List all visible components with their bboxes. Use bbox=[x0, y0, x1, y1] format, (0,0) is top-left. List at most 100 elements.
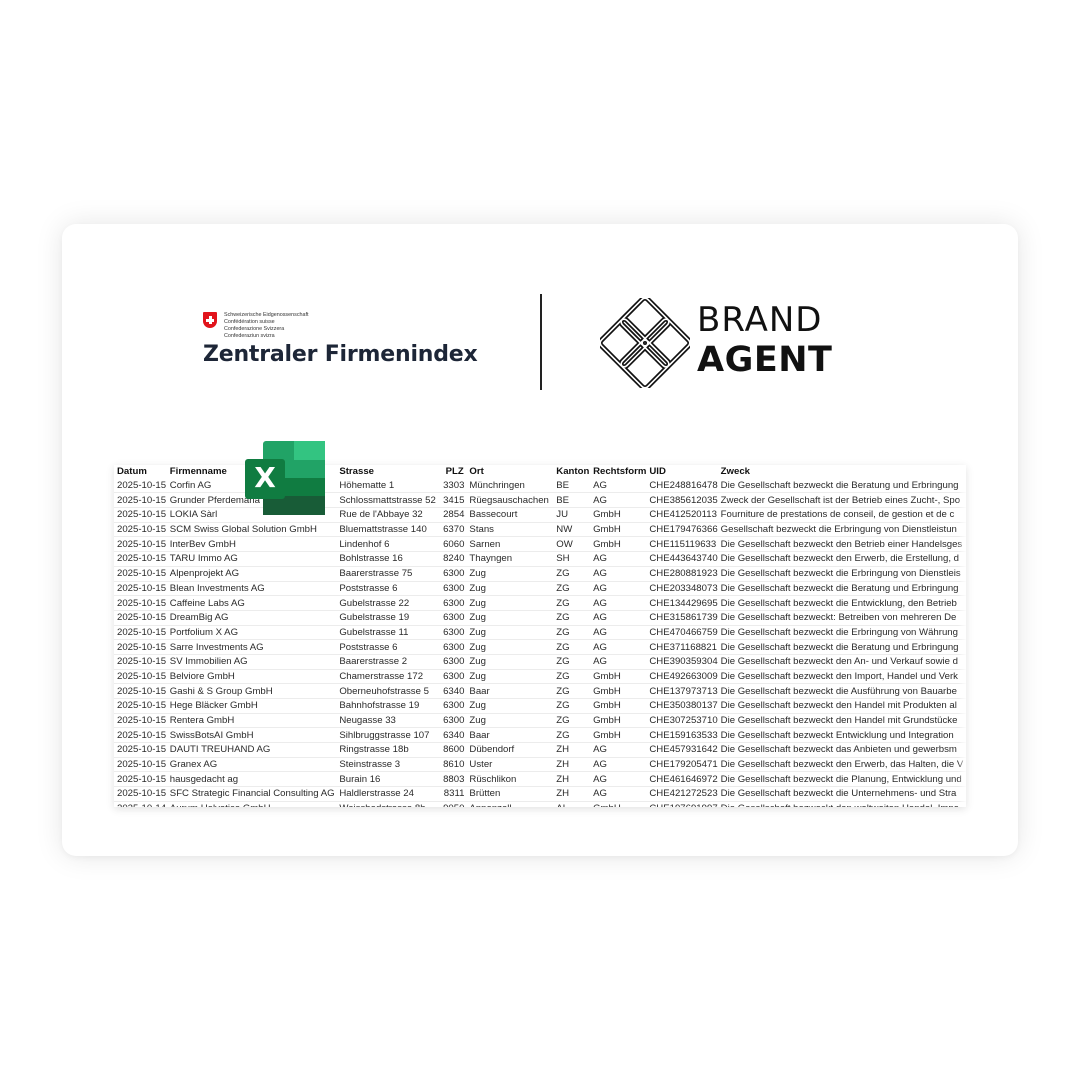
cell-date: 2025-10-15 bbox=[117, 700, 167, 712]
federation-name-fr: Confédération suisse bbox=[224, 319, 275, 325]
cell-legal-form: GmbH bbox=[593, 685, 621, 697]
cell-uid: CHE412520113 bbox=[649, 509, 717, 521]
cell-legal-form: GmbH bbox=[593, 670, 621, 682]
cell-company: Aurum Helvetica GmbH bbox=[167, 801, 337, 807]
cell-street: Bluemattstrasse 140 bbox=[339, 524, 427, 536]
cell-zip: 6340 bbox=[443, 685, 465, 697]
cell-legal-form: GmbH bbox=[593, 729, 621, 741]
cell-canton: ZG bbox=[556, 568, 570, 580]
cell-canton: SH bbox=[556, 553, 570, 565]
cell-city: Thayngen bbox=[469, 553, 513, 565]
cell-zip: 6300 bbox=[443, 715, 465, 727]
cell-city: Baar bbox=[469, 729, 490, 741]
cell-uid: CHE385612035 bbox=[649, 494, 718, 506]
cell-canton: JU bbox=[556, 509, 568, 521]
cell-city: Bassecourt bbox=[469, 509, 518, 521]
cell-purpose: Die Gesellschaft bezweckt die Erbringung… bbox=[720, 626, 958, 638]
cell-date: 2025-10-15 bbox=[117, 509, 167, 521]
cell-zip: 8803 bbox=[443, 773, 465, 785]
cell-uid: CHE115119633 bbox=[649, 538, 717, 550]
table-row: 2025-10-14Aurum Helvetica GmbHWeissbadst… bbox=[114, 801, 966, 807]
cell-canton: BE bbox=[556, 480, 570, 492]
cell-city: Rüegsauschachen bbox=[469, 494, 549, 506]
cell-street: Gubelstrasse 11 bbox=[339, 626, 409, 638]
cell-uid: CHE350380137 bbox=[649, 700, 718, 712]
cell-canton: ZG bbox=[556, 582, 570, 594]
cell-purpose: Die Gesellschaft bezweckt den Import, Ha… bbox=[720, 670, 958, 682]
cell-purpose: Zweck der Gesellschaft ist der Betrieb e… bbox=[720, 494, 961, 506]
cell-purpose: Die Gesellschaft bezweckt das Anbieten u… bbox=[720, 744, 957, 756]
cell-canton: ZG bbox=[556, 626, 570, 638]
excel-icon: X bbox=[245, 441, 325, 515]
sheet-edge-fade bbox=[958, 465, 966, 807]
cell-company: Grunder Pferdemana bbox=[169, 494, 260, 506]
cell-legal-form: GmbH bbox=[593, 509, 621, 521]
cell-purpose: Die Gesellschaft bezweckt den Erwerb, da… bbox=[720, 759, 964, 771]
cell-legal-form: AG bbox=[593, 494, 607, 506]
cell-purpose: Die Gesellschaft bezweckt den Handel mit… bbox=[720, 700, 957, 712]
cell-legal-form: AG bbox=[593, 641, 607, 653]
cell-street: Gubelstrasse 19 bbox=[339, 612, 410, 624]
column-header-canton: Kanton bbox=[556, 466, 590, 478]
cell-street: Chamerstrasse 172 bbox=[339, 670, 424, 682]
cell-date: 2025-10-15 bbox=[117, 670, 167, 682]
cell-city: Rüschlikon bbox=[469, 773, 517, 785]
cell-city: Zug bbox=[469, 670, 486, 682]
cell-street: Bohlstrasse 16 bbox=[339, 553, 403, 565]
cell-purpose: Die Gesellschaft bezweckt den weltweiten… bbox=[718, 801, 966, 807]
cell-city: Zug bbox=[469, 568, 486, 580]
cell-city: Münchringen bbox=[469, 480, 525, 492]
cell-canton: ZG bbox=[556, 685, 570, 697]
cell-purpose: Die Gesellschaft bezweckt die Entwicklun… bbox=[720, 597, 957, 609]
cell-legal-form: GmbH bbox=[593, 715, 621, 727]
cell-date: 2025-10-15 bbox=[117, 773, 167, 785]
cell-street: Rue de l'Abbaye 32 bbox=[339, 509, 423, 521]
cell-company: Rentera GmbH bbox=[169, 715, 235, 727]
cell-street: Ringstrasse 18b bbox=[339, 744, 409, 756]
cell-street: Steinstrasse 3 bbox=[339, 759, 401, 771]
cell-legal-form: AG bbox=[593, 582, 607, 594]
cell-zip: 9050 bbox=[443, 801, 467, 807]
cell-canton: ZG bbox=[556, 612, 570, 624]
cell-company: TARU Immo AG bbox=[169, 553, 238, 565]
cell-city: Baar bbox=[469, 685, 490, 697]
cell-zip: 6300 bbox=[443, 568, 465, 580]
column-header-uid: UID bbox=[649, 466, 666, 478]
hero-card: Schweizerische Eidgenossenschaft Confédé… bbox=[62, 224, 1018, 856]
cell-uid: CHE470466759 bbox=[649, 626, 718, 638]
cell-company: Blean Investments AG bbox=[169, 582, 265, 594]
cell-date: 2025-10-15 bbox=[117, 715, 167, 727]
cell-uid: CHE307253710 bbox=[649, 715, 718, 727]
cell-street: Baarerstrasse 75 bbox=[339, 568, 413, 580]
cell-city: Zug bbox=[469, 715, 486, 727]
cell-company: Caffeine Labs AG bbox=[169, 597, 245, 609]
cell-date: 2025-10-15 bbox=[117, 612, 167, 624]
federation-name-rm: Confederaziun svizra bbox=[224, 333, 275, 339]
cell-legal-form: AG bbox=[593, 553, 607, 565]
cell-purpose: Die Gesellschaft bezweckt die Erbringung… bbox=[720, 568, 961, 580]
cell-street: Gubelstrasse 22 bbox=[339, 597, 410, 609]
cell-street: Oberneuhofstrasse 5 bbox=[339, 685, 429, 697]
cell-company: SCM Swiss Global Solution GmbH bbox=[169, 524, 317, 536]
cell-date: 2025-10-15 bbox=[117, 568, 167, 580]
cell-purpose: Die Gesellschaft bezweckt die Planung, E… bbox=[720, 773, 962, 785]
cell-uid: CHE280881923 bbox=[649, 568, 718, 580]
cell-company: Alpenprojekt AG bbox=[169, 568, 240, 580]
cell-zip: 6300 bbox=[443, 670, 465, 682]
zefix-title: Zentraler Firmenindex bbox=[203, 342, 478, 367]
cell-uid: CHE159163533 bbox=[649, 729, 718, 741]
cell-uid: CHE371168821 bbox=[649, 641, 717, 653]
logo-divider bbox=[540, 294, 542, 390]
cell-city: Sarnen bbox=[469, 538, 501, 550]
cell-city: Zug bbox=[469, 656, 486, 668]
cell-street: Höhematte 1 bbox=[339, 480, 395, 492]
cell-zip: 8240 bbox=[443, 553, 465, 565]
column-header-street: Strasse bbox=[339, 466, 374, 478]
